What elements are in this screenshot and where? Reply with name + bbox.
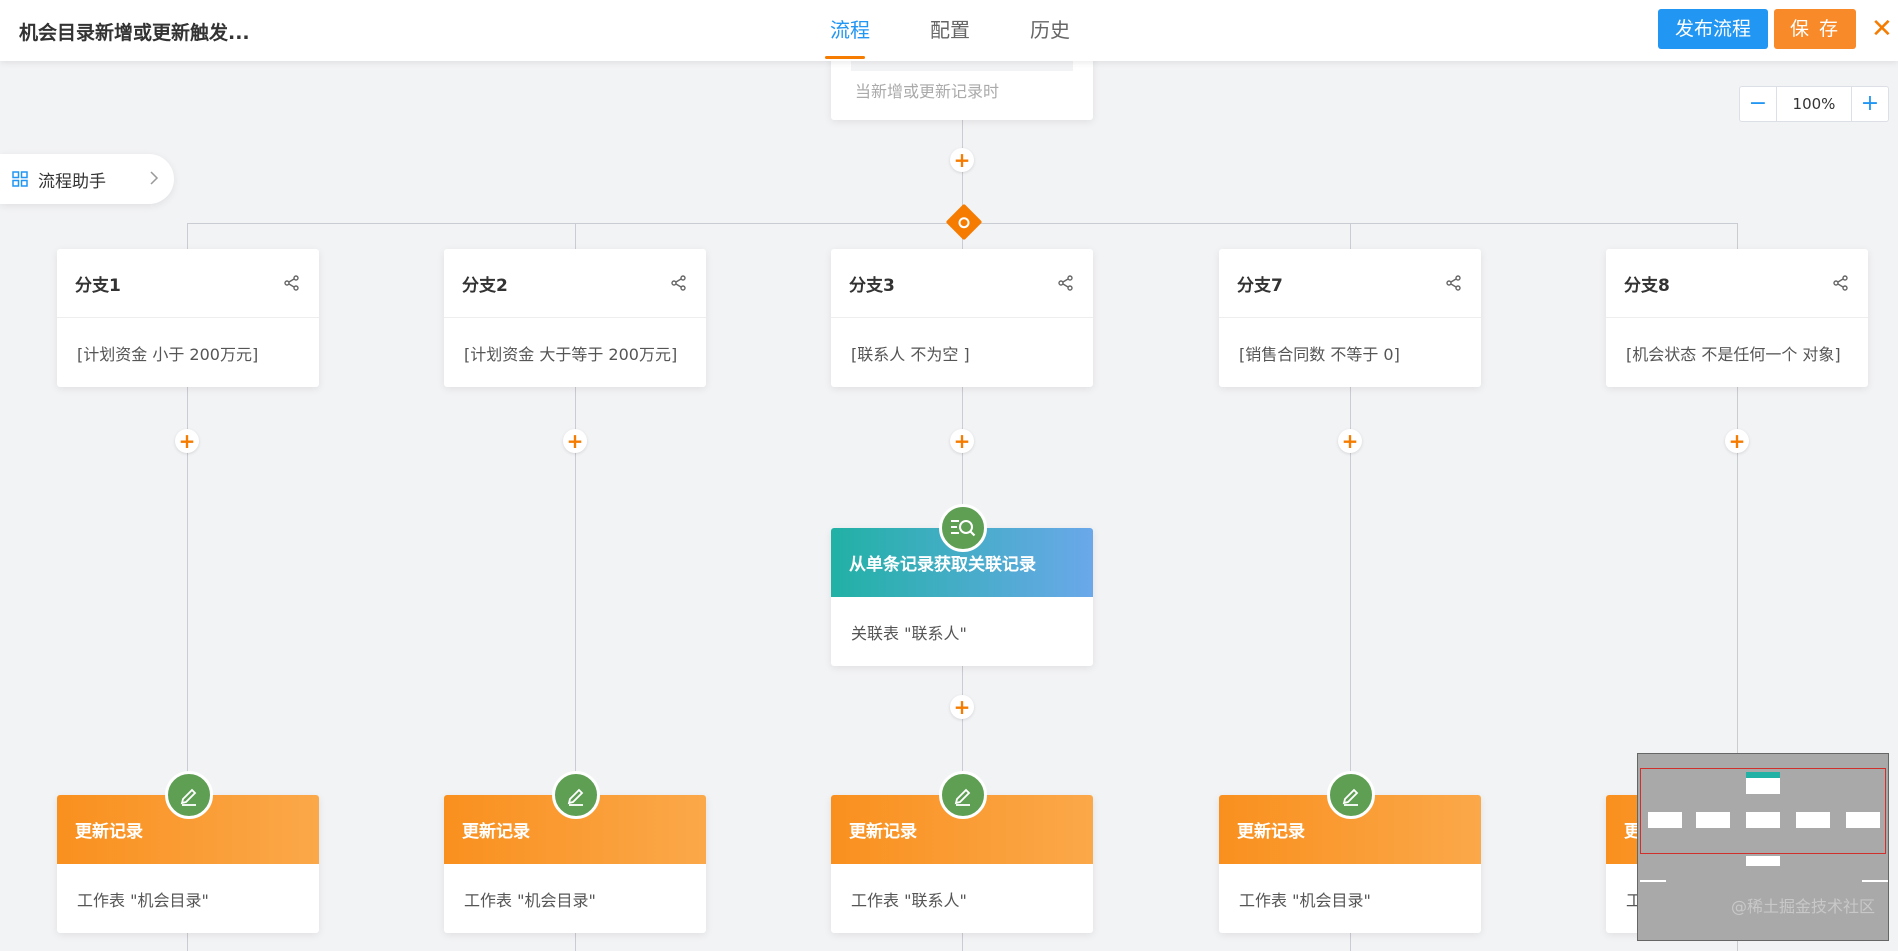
close-icon[interactable]: ✕ bbox=[1871, 14, 1893, 44]
zoom-level: 100% bbox=[1776, 87, 1852, 121]
grid-icon bbox=[12, 171, 28, 187]
branch-card[interactable]: 分支1 [计划资金 小于 200万元] bbox=[57, 249, 319, 387]
search-list-icon bbox=[939, 504, 987, 552]
branch-name: 分支2 bbox=[462, 275, 508, 296]
node-title: 更新记录 bbox=[831, 795, 1093, 864]
share-icon[interactable] bbox=[283, 274, 301, 292]
branch-card[interactable]: 分支8 [机会状态 不是任何一个 对象] bbox=[1606, 249, 1868, 387]
trigger-node[interactable]: 当新增或更新记录时 bbox=[831, 61, 1093, 120]
publish-button[interactable]: 发布流程 bbox=[1658, 9, 1768, 49]
minimap-viewport[interactable] bbox=[1640, 768, 1886, 854]
node-detail: 工作表 "联系人" bbox=[851, 890, 967, 910]
share-icon[interactable] bbox=[1445, 274, 1463, 292]
branch-condition: [联系人 不为空 ] bbox=[851, 344, 970, 364]
connector-line bbox=[1350, 223, 1351, 951]
branch-gateway-icon[interactable] bbox=[945, 203, 983, 241]
branch-condition: [销售合同数 不等于 0] bbox=[1239, 344, 1400, 364]
edit-icon bbox=[939, 771, 987, 819]
zoom-control: − 100% + bbox=[1739, 86, 1889, 122]
add-step-button[interactable]: + bbox=[950, 429, 974, 453]
branch-name: 分支3 bbox=[849, 275, 895, 296]
branch-name: 分支1 bbox=[75, 275, 121, 296]
share-icon[interactable] bbox=[670, 274, 688, 292]
add-step-button[interactable]: + bbox=[1725, 429, 1749, 453]
edit-icon bbox=[1327, 771, 1375, 819]
watermark: @稀土掘金技术社区 bbox=[1731, 897, 1876, 916]
update-record-node[interactable]: 更新记录 工作表 "机会目录" bbox=[57, 771, 319, 933]
branch-condition: [计划资金 大于等于 200万元] bbox=[464, 344, 678, 364]
branch-condition: [计划资金 小于 200万元] bbox=[77, 344, 259, 364]
update-record-node[interactable]: 更新记录 工作表 "机会目录" bbox=[444, 771, 706, 933]
add-step-button[interactable]: + bbox=[1338, 429, 1362, 453]
tab-flow[interactable]: 流程 bbox=[800, 0, 900, 61]
tab-config[interactable]: 配置 bbox=[930, 18, 970, 42]
zoom-out-button[interactable]: − bbox=[1748, 91, 1768, 116]
edit-icon bbox=[165, 771, 213, 819]
share-icon[interactable] bbox=[1057, 274, 1075, 292]
flow-assistant-label: 流程助手 bbox=[38, 171, 106, 192]
tab-history[interactable]: 历史 bbox=[1030, 18, 1070, 42]
lookup-related-records-node[interactable]: 从单条记录获取关联记录 关联表 "联系人" bbox=[831, 504, 1093, 666]
edit-icon bbox=[552, 771, 600, 819]
update-record-node[interactable]: 更新记录 工作表 "机会目录" bbox=[1219, 771, 1481, 933]
branch-card[interactable]: 分支7 [销售合同数 不等于 0] bbox=[1219, 249, 1481, 387]
add-step-button[interactable]: + bbox=[950, 695, 974, 719]
add-step-button[interactable]: + bbox=[950, 148, 974, 172]
trigger-description: 当新增或更新记录时 bbox=[855, 82, 1000, 101]
node-detail: 工作表 "机会目录" bbox=[77, 890, 209, 910]
chevron-right-icon bbox=[150, 171, 159, 185]
connector-line bbox=[1737, 223, 1738, 951]
connector-line bbox=[187, 223, 188, 951]
branch-name: 分支8 bbox=[1624, 275, 1670, 296]
branch-card[interactable]: 分支2 [计划资金 大于等于 200万元] bbox=[444, 249, 706, 387]
connector-line bbox=[575, 223, 576, 951]
node-detail: 工作表 "机会目录" bbox=[1239, 890, 1371, 910]
save-button[interactable]: 保 存 bbox=[1774, 9, 1856, 49]
add-step-button[interactable]: + bbox=[563, 429, 587, 453]
update-record-node[interactable]: 更新记录 工作表 "联系人" bbox=[831, 771, 1093, 933]
branch-condition: [机会状态 不是任何一个 对象] bbox=[1626, 344, 1841, 364]
trigger-header bbox=[851, 61, 1073, 71]
node-detail: 关联表 "联系人" bbox=[851, 623, 967, 643]
branch-card[interactable]: 分支3 [联系人 不为空 ] bbox=[831, 249, 1093, 387]
flow-title: 机会目录新增或更新触发... bbox=[19, 22, 250, 44]
share-icon[interactable] bbox=[1832, 274, 1850, 292]
flow-canvas[interactable]: 当新增或更新记录时 + 流程助手 − 100% + 分支1 [计划资金 小于 2… bbox=[0, 61, 1898, 951]
view-tabs: 流程 配置 历史 bbox=[800, 0, 1100, 61]
zoom-in-button[interactable]: + bbox=[1860, 91, 1880, 116]
flow-assistant-panel-toggle[interactable]: 流程助手 bbox=[0, 154, 174, 204]
add-step-button[interactable]: + bbox=[175, 429, 199, 453]
minimap[interactable] bbox=[1637, 753, 1889, 941]
node-detail: 工作表 "机会目录" bbox=[464, 890, 596, 910]
branch-name: 分支7 bbox=[1237, 275, 1283, 296]
top-header: 机会目录新增或更新触发... 流程 配置 历史 发布流程 保 存 ✕ bbox=[0, 0, 1898, 61]
